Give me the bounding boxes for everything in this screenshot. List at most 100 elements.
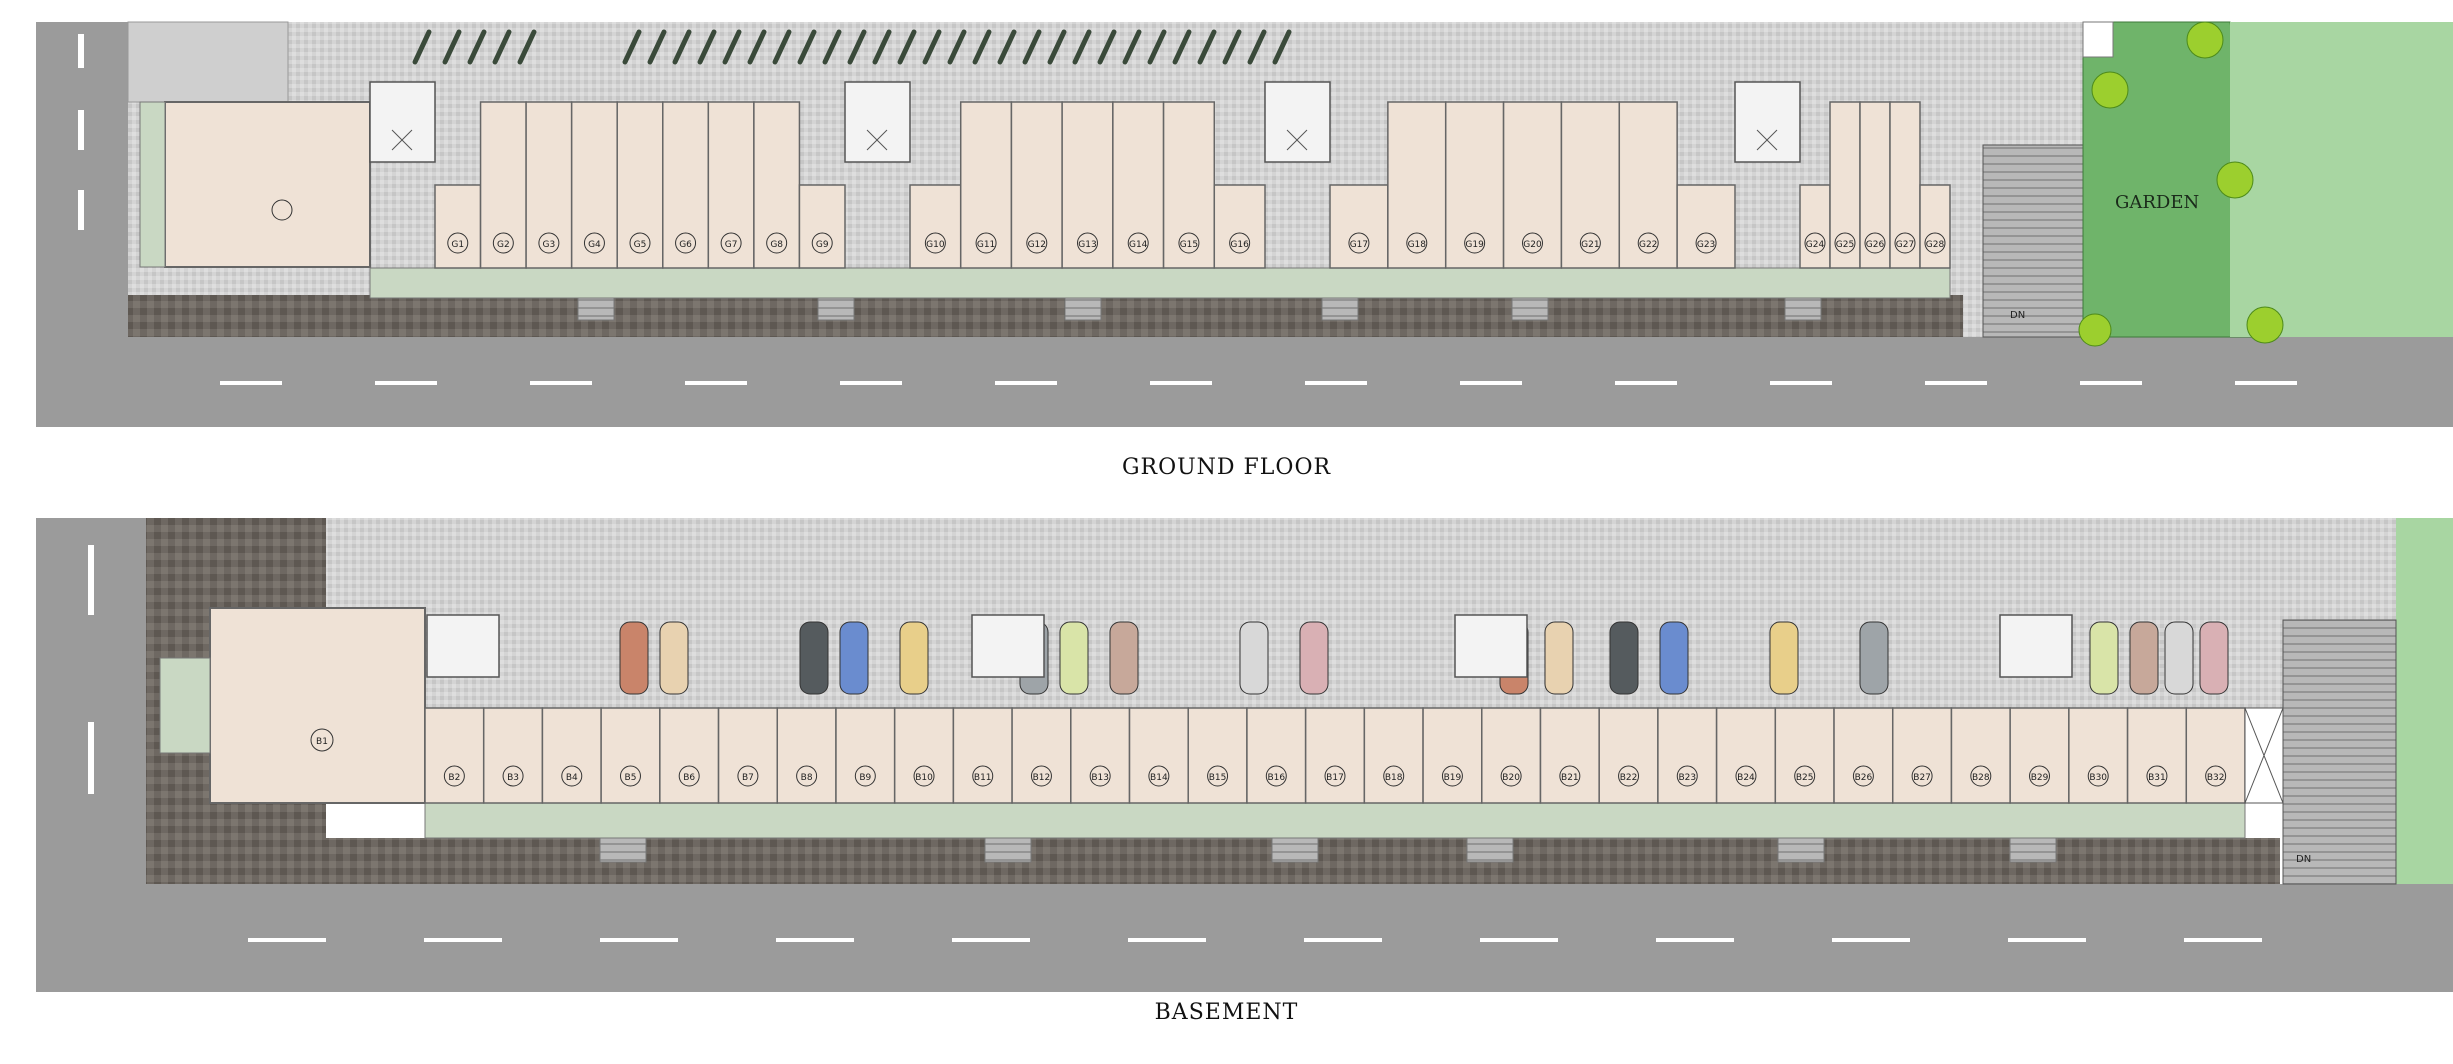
unit-tag: [1077, 232, 1098, 254]
shop-unit: [659, 707, 720, 804]
unit-tag: [975, 232, 997, 254]
unit-tag: [1030, 765, 1052, 787]
unit-tag: [1441, 765, 1463, 787]
shop-unit: [1799, 184, 1831, 269]
unit-number: G13: [1078, 240, 1096, 250]
unit-tag: [583, 232, 605, 254]
unit-tag: [720, 232, 742, 254]
unit-number: B24: [1737, 773, 1755, 783]
shop-unit: [909, 184, 962, 269]
unit-number: G14: [1129, 240, 1148, 250]
unit-tag: [1464, 232, 1486, 254]
shop-unit: [1444, 101, 1505, 269]
unit-number: B2: [448, 773, 460, 783]
unit-tag: [1804, 232, 1826, 254]
garden-label: GARDEN: [2115, 192, 2200, 213]
road-dash: [1305, 381, 1367, 385]
unit-number: G19: [1465, 240, 1484, 250]
shop-unit: [541, 707, 602, 804]
shop-unit: [893, 707, 955, 804]
two-wheeler: [947, 29, 967, 65]
two-wheeler: [872, 29, 892, 65]
unit-number: G22: [1639, 240, 1657, 250]
anchor-shop: [164, 101, 371, 268]
unit-tag: [678, 765, 700, 787]
shop-unit: [482, 707, 544, 804]
shop-unit: [1010, 101, 1063, 269]
unit-number: B8: [801, 773, 813, 783]
unit-tag: [1500, 765, 1522, 787]
unit-tag: [2146, 765, 2168, 787]
shop-unit: [662, 101, 710, 269]
unit-tag: [972, 765, 994, 787]
front-dark-paving-b: [146, 838, 2280, 884]
unit-number: G10: [926, 240, 945, 250]
road-dash: [220, 381, 282, 385]
front-dark-paving: [128, 295, 1963, 337]
road-dash: [1150, 381, 1212, 385]
shop-unit: [2009, 707, 2070, 804]
two-wheeler: [647, 29, 667, 65]
two-wheeler: [897, 29, 917, 65]
parked-car: [839, 621, 869, 695]
unit-number: G2: [497, 240, 510, 250]
parked-car: [1609, 621, 1639, 695]
road-dash: [248, 938, 326, 942]
parked-car: [1109, 621, 1139, 695]
ramp: [1982, 144, 2084, 338]
left-entry-block: [127, 21, 289, 103]
unit-tag: [1178, 232, 1200, 254]
two-wheeler: [822, 29, 842, 65]
parked-car: [1769, 621, 1799, 695]
shop-unit: [424, 707, 485, 804]
unit-tag: [492, 232, 514, 254]
shop-unit: [600, 707, 661, 804]
shop-unit: [835, 707, 896, 804]
shop-unit: [616, 101, 664, 269]
unit-tag: [1127, 232, 1149, 254]
parked-car: [1659, 621, 1689, 695]
unit-tag: [675, 232, 697, 254]
entrance-steps-b: [599, 837, 2057, 863]
unit-tag: [1970, 765, 1992, 787]
unit-number: G26: [1866, 240, 1885, 250]
shop-unit: [1833, 707, 1894, 804]
parked-car: [2164, 621, 2194, 695]
unit-number: B4: [566, 773, 578, 783]
lift-cores: [369, 81, 1801, 163]
unit-tag: [1852, 765, 1874, 787]
unit-tag: [629, 232, 651, 254]
two-wheeler: [467, 29, 487, 65]
shop-unit: [1213, 184, 1266, 269]
two-wheeler: [1097, 29, 1117, 65]
shop-unit: [1363, 707, 1424, 804]
unit-number: G11: [977, 240, 995, 250]
shop-unit: [952, 707, 1013, 804]
two-wheeler: [722, 29, 742, 65]
unit-tag: [2029, 765, 2051, 787]
road-dash: [840, 381, 902, 385]
shop-unit: [1112, 101, 1165, 269]
shop-unit: [1304, 707, 1366, 804]
unit-tag: [1265, 765, 1287, 787]
shop-unit: [1919, 184, 1951, 269]
parked-car: [1299, 621, 1329, 695]
unit-number: G5: [634, 240, 647, 250]
unit-number: B21: [1561, 773, 1579, 783]
unit-number: B18: [1385, 773, 1403, 783]
unit-number: B19: [1444, 773, 1462, 783]
shop-unit: [1187, 707, 1248, 804]
unit-tag: [1695, 232, 1717, 254]
shop-unit: [707, 101, 755, 269]
parked-car: [2199, 621, 2229, 695]
unit-tag: [913, 765, 935, 787]
unit-number: G18: [1408, 240, 1427, 250]
unit-number: B22: [1620, 773, 1638, 783]
unit-number: G8: [770, 240, 783, 250]
ramp-stair-label: DN: [2010, 310, 2025, 321]
unit-number: B13: [1091, 773, 1109, 783]
shop-unit: [1539, 707, 1600, 804]
unit-number: B30: [2089, 773, 2107, 783]
